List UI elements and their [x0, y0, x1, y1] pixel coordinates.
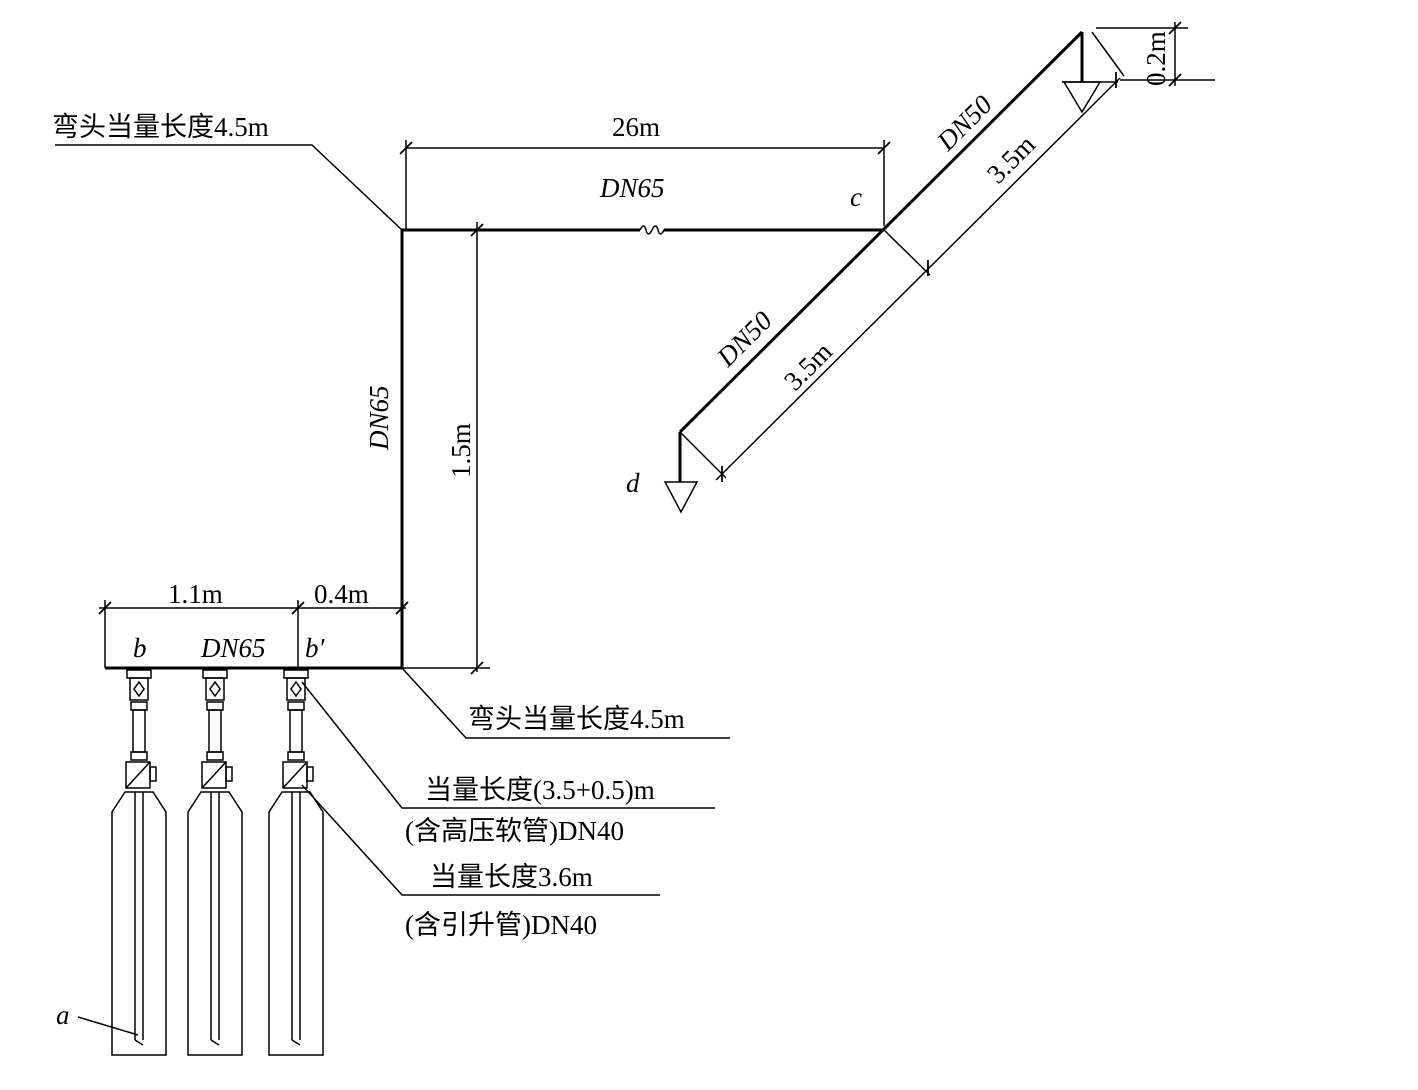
labels: 弯头当量长度4.5m 26m DN65 c DN50 3.5m 0.2m DN5…	[52, 31, 1171, 1030]
diagonal-pipe	[678, 30, 1084, 434]
point-c: c	[850, 182, 862, 212]
elbow-top-label: 弯头当量长度4.5m	[52, 112, 269, 142]
dim-26m: 26m	[612, 112, 660, 142]
dimensions	[98, 21, 1215, 675]
manifold-label: DN65	[200, 633, 266, 663]
dim-0-2: 0.2m	[1141, 31, 1171, 86]
vertical-pipe	[400, 228, 640, 668]
dim-1-5: 1.5m	[446, 423, 476, 478]
diag-upper-label: DN50	[930, 89, 998, 157]
gas-cylinders	[111, 669, 324, 1056]
riser-line1: 当量长度3.6m	[430, 862, 593, 892]
dim-0-4: 0.4m	[314, 579, 369, 609]
point-b-prime: b′	[305, 633, 326, 663]
nozzle-top-icon	[1062, 81, 1102, 114]
top-pipe-label: DN65	[599, 173, 665, 203]
cylinder	[268, 669, 324, 1056]
nozzle-d-icon	[663, 481, 699, 514]
cylinder	[111, 669, 167, 1056]
point-a: a	[56, 1000, 70, 1030]
hose-line2: (含高压软管)DN40	[405, 816, 624, 846]
leaders	[55, 144, 730, 1036]
point-d: d	[626, 468, 640, 498]
riser-line2: (含引升管)DN40	[405, 910, 597, 940]
dim-lower-3-5: 3.5m	[778, 336, 838, 396]
hose-line1: 当量长度(3.5+0.5)m	[425, 775, 655, 805]
break-symbol	[639, 225, 665, 235]
diag-lower-label: DN50	[710, 305, 778, 373]
dim-1-1: 1.1m	[168, 579, 223, 609]
point-b: b	[133, 633, 147, 663]
elbow-bottom-label: 弯头当量长度4.5m	[468, 704, 685, 734]
cylinder	[187, 669, 243, 1056]
dim-upper-3-5: 3.5m	[981, 129, 1041, 189]
vertical-pipe-label: DN65	[364, 385, 394, 451]
